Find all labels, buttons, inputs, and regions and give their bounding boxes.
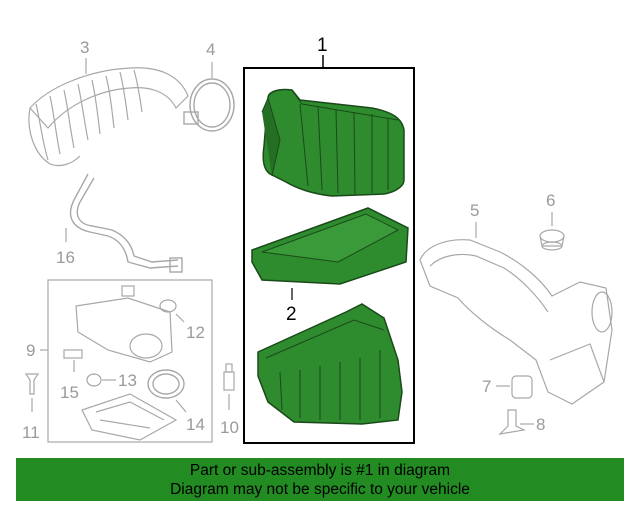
outlet-duct — [28, 67, 189, 167]
callout-4: 4 — [206, 40, 215, 59]
callout-6: 6 — [546, 191, 555, 210]
insulator-7 — [511, 375, 533, 399]
subassembly-9-box — [47, 279, 213, 443]
retainer-8 — [498, 409, 526, 435]
callout-7: 7 — [482, 377, 491, 396]
assembly-1-box — [243, 67, 415, 444]
air-filter-element — [251, 207, 409, 285]
banner-line-1: Part or sub-assembly is #1 in diagram — [189, 462, 451, 479]
callout-15: 15 — [60, 383, 79, 402]
push-pin-11 — [24, 373, 40, 395]
callout-8: 8 — [536, 415, 545, 434]
bracket-15 — [63, 349, 83, 359]
callout-5: 5 — [470, 201, 479, 220]
resonator — [75, 285, 173, 363]
insulator-13 — [86, 373, 102, 387]
tray — [81, 393, 178, 441]
callout-13: 13 — [118, 371, 137, 390]
callout-1: 1 — [317, 35, 328, 56]
callout-10: 10 — [220, 418, 239, 437]
breather-hose — [69, 173, 183, 273]
info-banner: Part or sub-assembly is #1 in diagram Di… — [16, 458, 624, 501]
callout-16: 16 — [56, 248, 75, 267]
callout-14-leader — [175, 399, 187, 413]
callout-14: 14 — [186, 415, 205, 434]
inlet-duct — [419, 239, 613, 405]
callout-2: 2 — [286, 304, 297, 325]
seal-14 — [147, 369, 185, 399]
sensor-10 — [223, 363, 235, 391]
callout-9: 9 — [26, 341, 35, 360]
callout-11: 11 — [22, 423, 40, 442]
grommet-12 — [159, 299, 177, 313]
air-cleaner-housing — [257, 303, 403, 425]
banner-line-2: Diagram may not be specific to your vehi… — [170, 481, 470, 498]
callout-3: 3 — [80, 38, 89, 57]
callout-12-leader — [175, 313, 185, 323]
grommet-6 — [539, 229, 565, 251]
callout-12: 12 — [186, 323, 205, 342]
hose-clamp — [183, 78, 235, 132]
air-cleaner-cover — [261, 88, 405, 197]
